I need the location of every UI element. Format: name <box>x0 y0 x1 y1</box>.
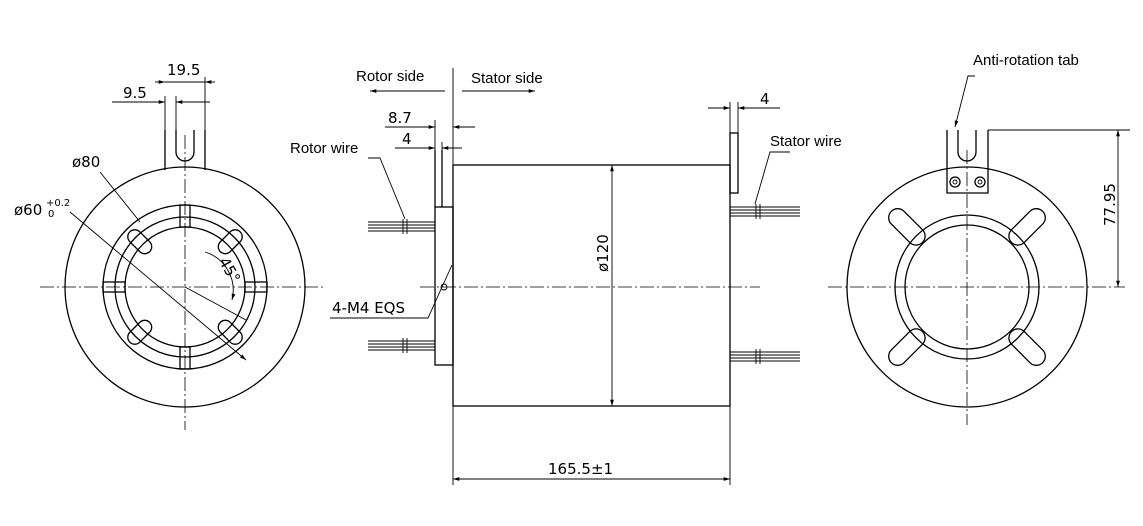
stator-outer-circle <box>846 166 1088 408</box>
rotor-side-label: Rotor side <box>356 68 424 85</box>
angle-dim: 45° <box>215 254 244 286</box>
stator-flange-circle <box>894 214 1040 360</box>
screws-label: 4-M4 EQS <box>332 299 405 317</box>
body-dia-dim: ø120 <box>594 234 612 272</box>
bore-dia-dim: ø60 <box>14 201 42 219</box>
stator-tab-dim: 4 <box>760 90 770 108</box>
rotor-wires-top <box>368 219 435 234</box>
anti-rotation-tab-label: Anti-rotation tab <box>973 52 1079 69</box>
tab-slot-dim: 9.5 <box>123 84 147 102</box>
flange-offset-dim: 8.7 <box>388 109 412 127</box>
stator-tab <box>729 132 739 194</box>
rotor-wires-bottom <box>368 338 435 353</box>
rotor-end-view <box>40 77 325 430</box>
rotor-flange-dim: 4 <box>402 130 412 148</box>
tab-width-dim: 19.5 <box>167 61 200 79</box>
rotor-wire-label: Rotor wire <box>290 140 358 157</box>
rotor-flange <box>434 206 454 366</box>
stator-wire-label: Stator wire <box>770 133 842 150</box>
outer-dia-dim: ø80 <box>72 153 100 171</box>
stator-side-label: Stator side <box>471 70 543 87</box>
outer-circle <box>64 166 306 408</box>
stator-end-view <box>828 75 1130 425</box>
length-dim: 165.5±1 <box>548 460 613 478</box>
tab-height-dim: 77.95 <box>1101 183 1119 226</box>
stator-bore-circle <box>904 224 1030 350</box>
bore-tol-lower: 0 <box>48 209 54 220</box>
stator-wires-bottom <box>730 349 800 364</box>
stator-wires-top <box>730 204 800 219</box>
inner-ring <box>114 216 256 358</box>
bore-dia-value: ø60 <box>14 201 42 219</box>
bore-tol-upper: +0.2 <box>46 198 70 209</box>
body <box>452 164 731 407</box>
side-view <box>330 68 800 485</box>
